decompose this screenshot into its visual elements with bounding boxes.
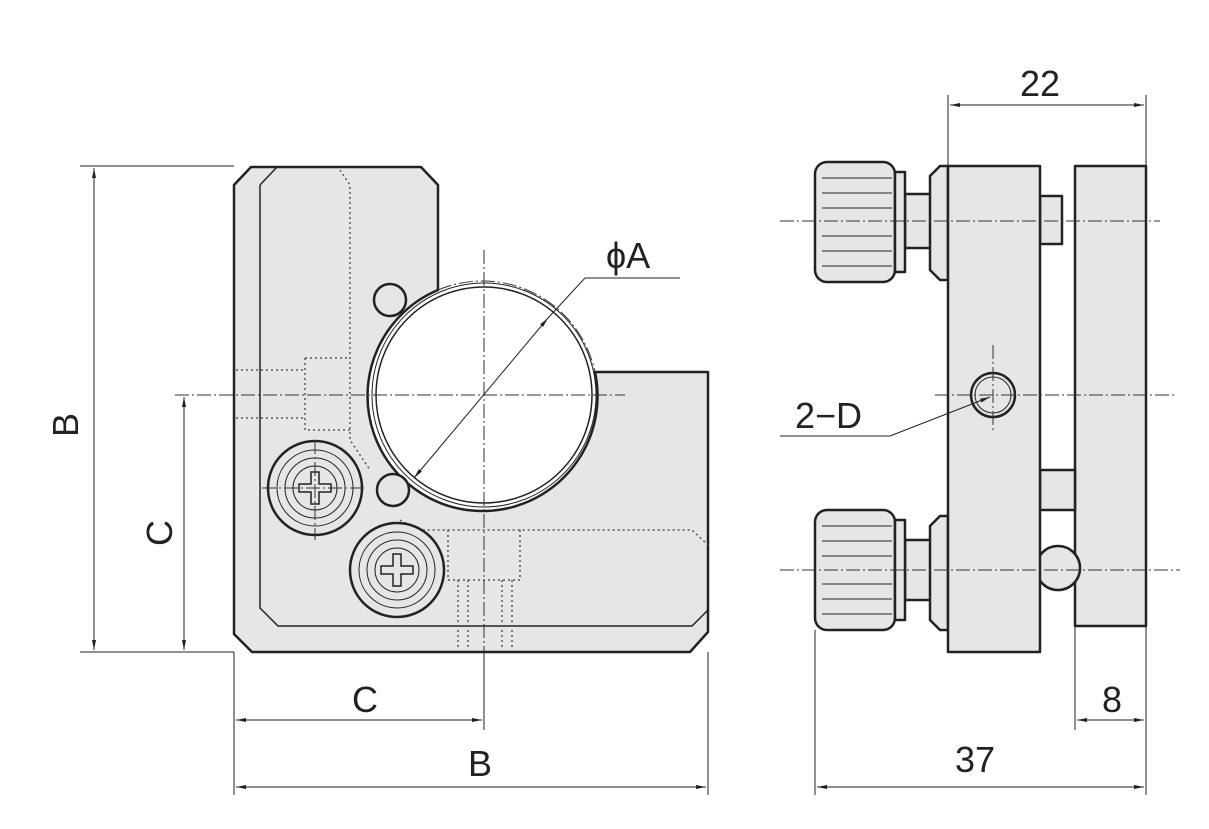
plate-8-label: 8: [1102, 679, 1122, 720]
center-width-c-label: C: [352, 679, 378, 720]
diameter-leader: [547, 277, 680, 319]
dimension-line-diameter: [413, 317, 549, 479]
bushing-top: [928, 164, 950, 282]
contact-pin-bottom: [375, 472, 411, 508]
phillips-icon: [380, 553, 414, 587]
hole-leader-arrow: [889, 396, 991, 437]
contact-pin-top: [372, 282, 408, 318]
front-view: ϕA B C C B: [45, 165, 710, 795]
side-extension-lines: [814, 95, 1147, 795]
ball-contact: [1034, 544, 1082, 592]
center-height-c-label: C: [139, 520, 180, 546]
knob-top: [813, 160, 907, 284]
screw-2: [348, 521, 446, 619]
bore-open-arc: [437, 280, 596, 373]
extension-lines: [80, 165, 709, 795]
hidden-lines: [236, 169, 709, 546]
thickness-22-label: 22: [1020, 63, 1060, 104]
side-center-lines: [780, 220, 1180, 571]
depth-37-label: 37: [955, 739, 995, 780]
back-plate: [1073, 164, 1148, 628]
clamp-plate-outline: [259, 166, 709, 627]
phillips-icon: [298, 471, 332, 505]
hole-spec-label: 2−D: [795, 395, 862, 436]
bore-diameter-label: ϕA: [606, 235, 650, 276]
width-b-label: B: [468, 743, 492, 784]
side-view: 22 8 37 2−D: [780, 63, 1180, 795]
bushing-bottom: [928, 514, 950, 632]
height-b-label: B: [45, 413, 86, 437]
spacer-post: [1038, 468, 1077, 512]
screw-tip: [1038, 194, 1064, 246]
